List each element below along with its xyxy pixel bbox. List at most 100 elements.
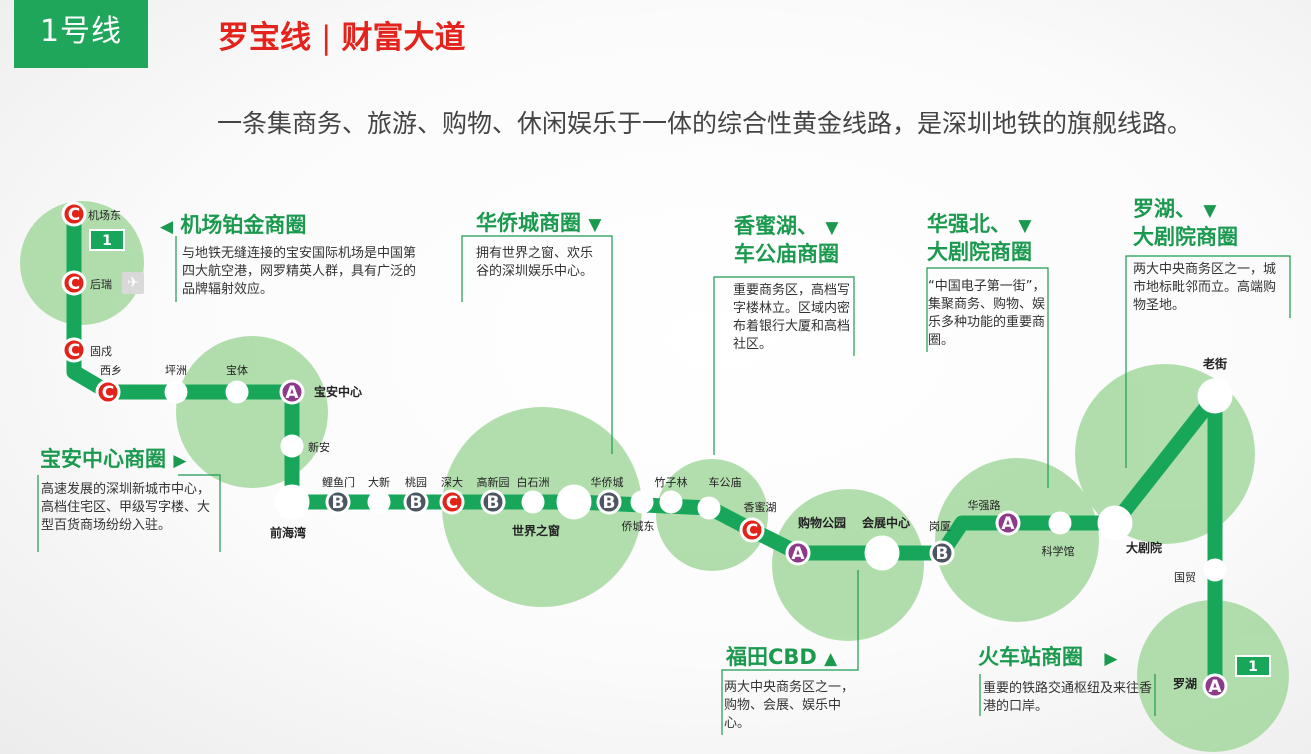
station-label: 华强路 xyxy=(968,498,1001,512)
transfer-letter: A xyxy=(1001,514,1015,534)
station-xinan: 新安 xyxy=(280,434,330,458)
station-marker xyxy=(480,489,506,515)
zone-title-railway: 火车站商圈 ▶ xyxy=(978,644,1117,672)
zone-circle-baoan xyxy=(176,336,328,488)
station-marker xyxy=(1197,378,1233,414)
line-alias: 财富大道 xyxy=(341,20,466,56)
line-badge: 1号线 xyxy=(14,0,148,68)
station-marker xyxy=(521,490,545,514)
down-arrow-icon: ▼ xyxy=(1018,216,1032,236)
zone-title-luohu: 罗湖、 ▼ xyxy=(1133,196,1216,224)
station-marker xyxy=(61,270,87,296)
zone-title-futian: 福田CBD ▲ xyxy=(726,644,837,672)
station-gouwugongyuan: A 购物公园 xyxy=(785,515,846,566)
left-arrow-icon: ◀ xyxy=(160,217,174,237)
station-label: 车公庙 xyxy=(709,475,742,489)
station-label: 机场东 xyxy=(88,208,121,222)
station-label: 科学馆 xyxy=(1042,544,1075,558)
station-label: 香蜜湖 xyxy=(744,500,777,514)
up-arrow-icon: ▲ xyxy=(824,649,838,669)
transfer-letter: C xyxy=(102,383,114,403)
station-marker xyxy=(1097,505,1133,541)
transfer-letter: C xyxy=(68,341,80,361)
transfer-letter: A xyxy=(1208,677,1222,697)
station-label: 前海湾 xyxy=(270,525,306,540)
zone-title-huaqiangbei-2: 大剧院商圈 xyxy=(927,240,1032,264)
zone-desc-baoan: 高速发展的深圳新城市中心，高档住宅区、甲级写字楼、大型百货商场纷纷入驻。 xyxy=(41,482,211,533)
station-label: 岗厦 xyxy=(929,520,951,533)
line-title: 罗宝线 |财富大道 xyxy=(218,12,465,57)
station-marker xyxy=(95,379,121,405)
station-label: 会展中心 xyxy=(862,515,910,530)
zone-title-baoan: 宝安中心商圈 ▶ xyxy=(40,446,186,474)
zone-desc-xiangmihu: 重要商务区，高档写字楼林立。区域内密布着银行大厦和高档社区。 xyxy=(733,283,851,352)
zone-title-railway-text: 火车站商圈 xyxy=(978,645,1083,669)
airplane-icon: ✈ xyxy=(122,272,144,294)
station-label: 后瑞 xyxy=(90,277,112,291)
station-marker xyxy=(403,489,429,515)
down-arrow-icon: ▼ xyxy=(825,218,839,238)
transfer-letter: C xyxy=(68,205,80,225)
station-label: 深大 xyxy=(441,475,463,489)
station-shijiezhichuang: 世界之窗 xyxy=(512,484,592,538)
station-gushu: C 固戍 xyxy=(61,337,112,363)
zone-circle-futian xyxy=(772,489,924,641)
line-badge-west: 1 xyxy=(89,229,125,251)
station-jichangdong: C 机场东 xyxy=(61,201,121,227)
station-marker xyxy=(864,535,900,571)
transfer-letter: B xyxy=(332,493,345,513)
station-label: 华侨城 xyxy=(591,475,624,489)
station-kexueguan: 科学馆 xyxy=(1042,511,1075,558)
transfer-letter: A xyxy=(791,544,805,564)
station-label: 固戍 xyxy=(90,345,112,358)
station-dajuyuan: 大剧院 xyxy=(1097,505,1162,555)
zone-title-huaqiaocheng: 华侨城商圈 ▼ xyxy=(476,210,601,238)
zone-title-huaqiangbei-line1: 华强北、 xyxy=(927,212,1011,236)
zone-desc-luohu: 两大中央商务区之一，城市地标毗邻而立。高端购物圣地。 xyxy=(1133,262,1277,313)
station-label: 西乡 xyxy=(100,364,122,377)
station-gangxia: B岗厦 xyxy=(929,520,955,566)
station-marker xyxy=(1048,511,1072,535)
station-label: 鲤鱼门 xyxy=(322,475,355,489)
line-name: 罗宝线 xyxy=(218,20,311,56)
station-shenda: C深大 xyxy=(439,475,465,515)
station-qianhaiwan: 前海湾 xyxy=(270,484,310,540)
title-separator: | xyxy=(321,20,332,56)
zone-title-xiangmihu: 香蜜湖、 ▼ xyxy=(734,213,838,241)
station-marker xyxy=(280,434,304,458)
station-marker xyxy=(367,490,391,514)
zone-desc-railway: 重要的铁路交通枢纽及来往香港的口岸。 xyxy=(983,681,1153,714)
station-label: 白石洲 xyxy=(517,475,550,489)
station-label: 购物公园 xyxy=(798,515,846,530)
station-marker xyxy=(164,380,188,404)
station-label: 新安 xyxy=(308,440,330,454)
station-label: 国贸 xyxy=(1174,571,1196,584)
station-marker xyxy=(596,489,622,515)
leader-lines xyxy=(37,235,1291,735)
station-liyumen: B 鲤鱼门 xyxy=(322,475,355,515)
station-marker xyxy=(995,510,1021,536)
zone-title-huaqiangbei: 华强北、 ▼ xyxy=(927,211,1031,239)
zone-desc-huaqiangbei: “中国电子第一街”，集聚商务、购物、娱乐多种功能的重要商圈。 xyxy=(928,279,1046,348)
zone-title-xiangmihu-line1: 香蜜湖、 xyxy=(734,214,818,238)
station-label: 坪洲 xyxy=(165,364,187,377)
zone-title-futian-text: 福田CBD xyxy=(726,645,817,669)
station-label: 侨城东 xyxy=(622,520,655,533)
station-label: 大剧院 xyxy=(1126,540,1162,555)
zone-desc-huaqiaocheng: 拥有世界之窗、欢乐谷的深圳娱乐中心。 xyxy=(476,246,594,279)
station-label: 宝体 xyxy=(226,363,248,377)
badge-box xyxy=(1235,655,1271,677)
station-marker xyxy=(630,490,654,514)
station-label: 老街 xyxy=(1203,356,1227,371)
station-chegongmiao: 车公庙 xyxy=(697,475,742,520)
badge-number: 1 xyxy=(102,233,112,249)
station-marker xyxy=(61,337,87,363)
station-marker xyxy=(1203,558,1227,582)
station-label: 高新园 xyxy=(477,475,510,489)
station-marker xyxy=(739,517,765,543)
badge-box xyxy=(89,229,125,251)
